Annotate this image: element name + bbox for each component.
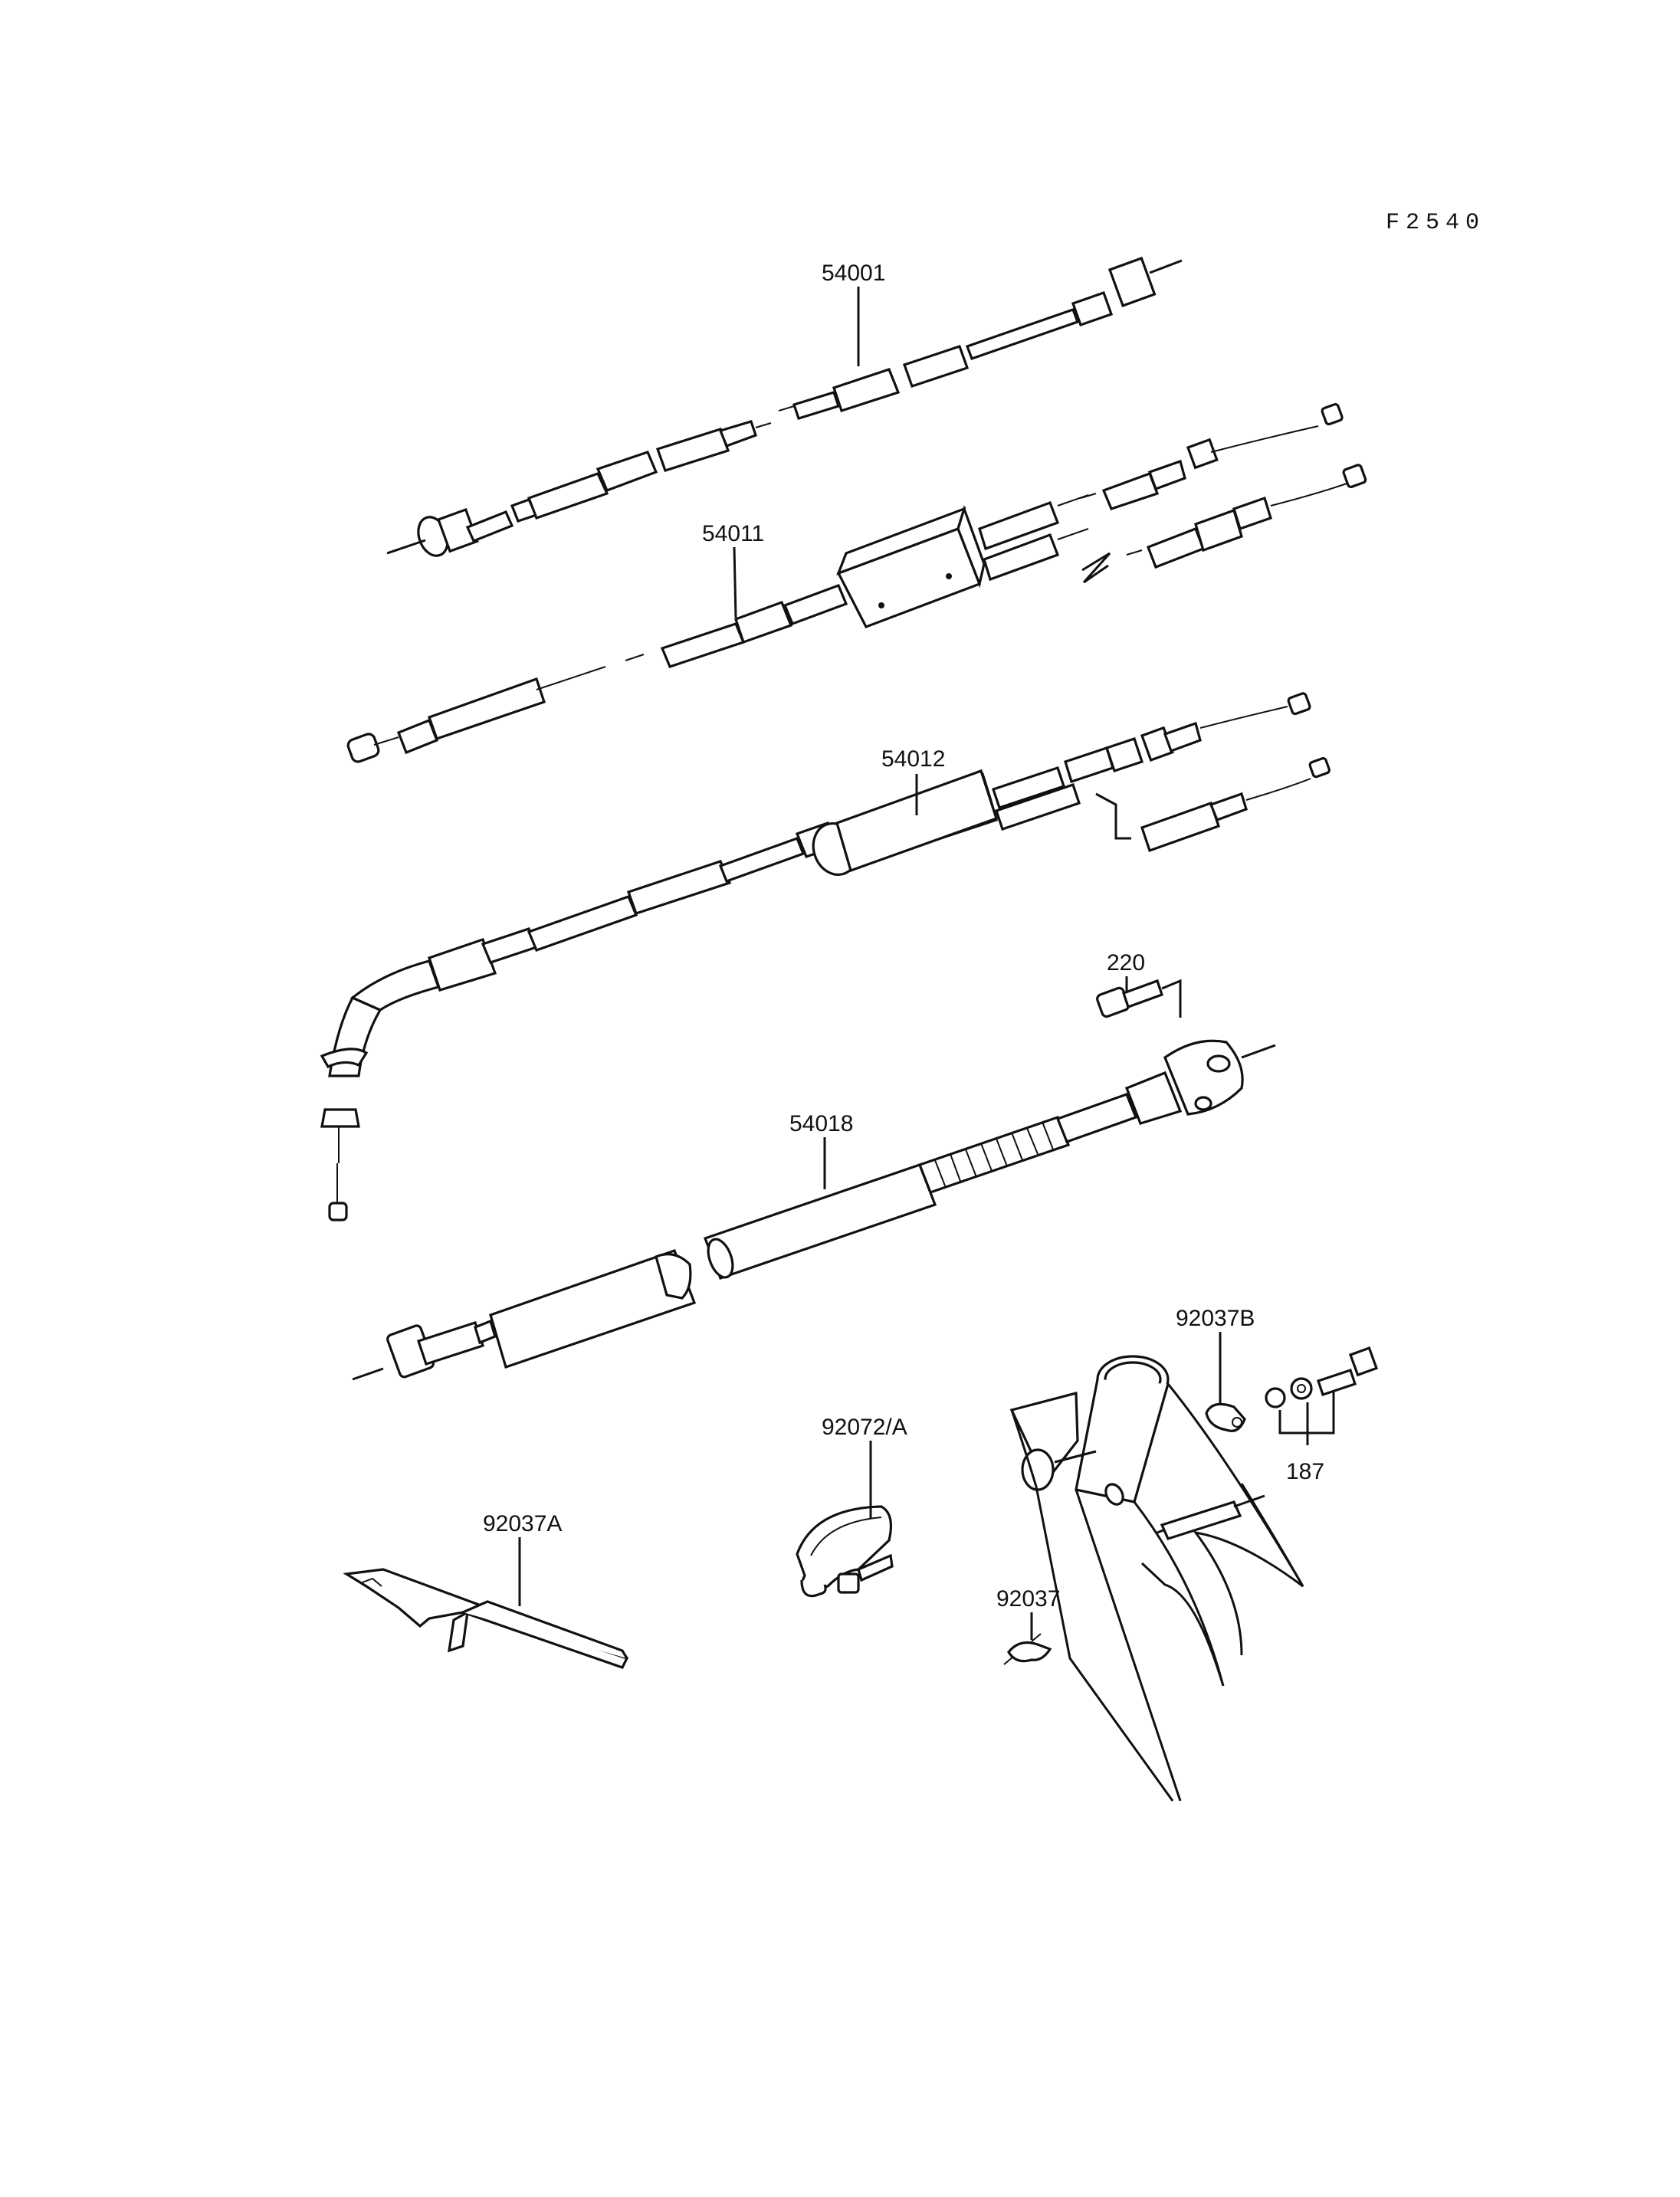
washers-bolt-187 xyxy=(1265,1346,1379,1408)
cable-54011 xyxy=(346,403,1367,763)
band-92072A xyxy=(796,1505,894,1598)
frame-head-tube xyxy=(1009,1355,1304,1802)
leader-220-bracket xyxy=(1161,979,1182,1018)
bolt-220 xyxy=(1096,979,1164,1018)
label-54001: 54001 xyxy=(822,261,885,286)
label-54012: 54012 xyxy=(881,746,945,772)
leader-54011 xyxy=(733,546,737,618)
cable-54018 xyxy=(352,1039,1276,1381)
label-54018: 54018 xyxy=(789,1111,853,1136)
bracket-92037A xyxy=(343,1568,629,1669)
label-92072A: 92072/A xyxy=(822,1415,907,1440)
cable-54001 xyxy=(386,256,1183,557)
diagram-code: F2540 xyxy=(1386,210,1485,236)
label-92037B: 92037B xyxy=(1176,1306,1255,1331)
label-187: 187 xyxy=(1286,1459,1324,1484)
clip-92037 xyxy=(1003,1633,1052,1665)
label-92037: 92037 xyxy=(996,1586,1060,1612)
label-54011: 54011 xyxy=(702,521,764,546)
cable-54012 xyxy=(320,692,1331,1221)
label-92037A: 92037A xyxy=(483,1511,562,1536)
label-220: 220 xyxy=(1107,950,1145,976)
clamp-92037B xyxy=(1205,1402,1246,1432)
